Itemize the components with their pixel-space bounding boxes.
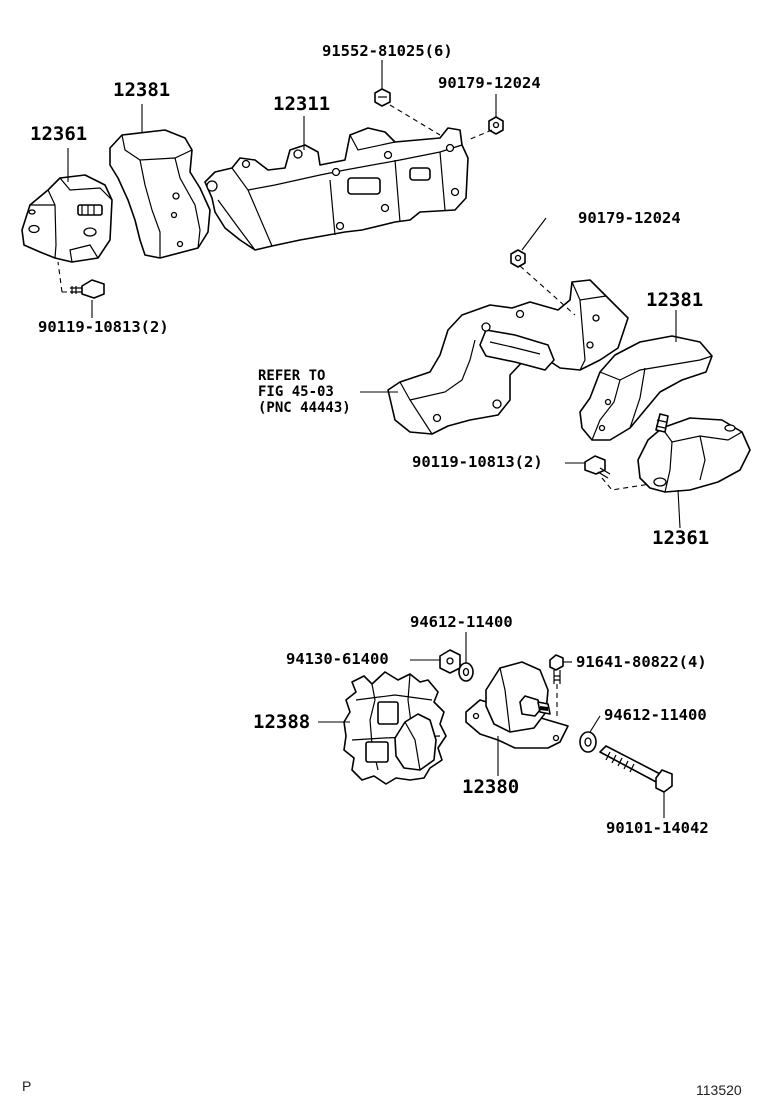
label-washer-bolt-right: 90119-10813(2): [412, 453, 543, 471]
label-washer-bolt-left: 90119-10813(2): [38, 318, 169, 336]
rear-engine-mount: [465, 661, 569, 749]
mount-insulator-right: [579, 335, 713, 441]
nut-top: [488, 116, 504, 135]
through-bolt: [599, 745, 673, 793]
label-rear-mount: 12380: [462, 776, 520, 798]
washer-lower-top: [458, 662, 474, 682]
label-through-bolt: 90101-14042: [606, 819, 709, 837]
figure-number: 113520: [696, 1082, 742, 1098]
refer-note-line3: (PNC 44443): [258, 400, 351, 416]
engine-mount-right: [637, 413, 751, 493]
engine-bracket-right: [387, 279, 629, 435]
label-bolt-91552: 91552-81025(6): [322, 42, 453, 60]
label-washer-right: 94612-11400: [604, 706, 707, 724]
washer-bolt-right: [584, 455, 611, 479]
engine-stopper: [343, 671, 447, 785]
label-nut-94130: 94130-61400: [286, 650, 389, 668]
washer-bolt-left: [70, 279, 105, 299]
label-insulator-right: 12381: [646, 289, 704, 311]
label-nut-right: 90179-12024: [578, 209, 681, 227]
nut-lower: [439, 649, 461, 674]
refer-note-line2: FIG 45-03: [258, 384, 334, 400]
label-nut-top: 90179-12024: [438, 74, 541, 92]
label-crossmember: 12311: [273, 93, 331, 115]
label-stopper: 12388: [253, 711, 311, 733]
label-mount-right: 12361: [652, 527, 710, 549]
label-insulator-left: 12381: [113, 79, 171, 101]
bolt-flange-top: [374, 88, 391, 107]
engine-mount-left: [21, 174, 113, 263]
nut-right: [510, 249, 526, 268]
washer-lower-right: [579, 731, 597, 753]
frame-crossmember: [204, 127, 469, 251]
label-bolt-91641: 91641-80822(4): [576, 653, 707, 671]
leader-lines: [67, 60, 681, 818]
refer-note: REFER TO FIG 45-03 (PNC 44443): [258, 368, 351, 416]
label-mount-left: 12361: [30, 123, 88, 145]
mount-insulator-left: [109, 129, 211, 259]
corner-mark: P: [22, 1078, 32, 1094]
bolt-lower-vertical: [549, 654, 564, 684]
refer-note-line1: REFER TO: [258, 368, 326, 384]
label-washer-top: 94612-11400: [410, 613, 513, 631]
